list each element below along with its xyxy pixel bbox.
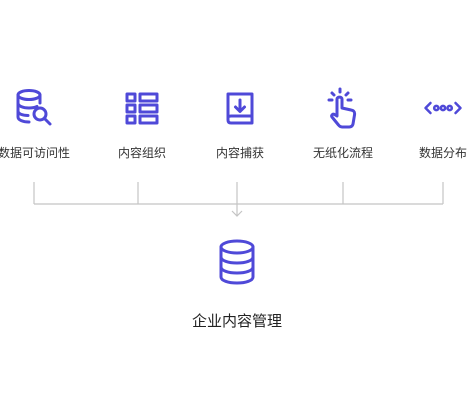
feature-content-capture: 内容捕获 <box>185 86 295 160</box>
center-node: 企业内容管理 <box>137 238 337 331</box>
feature-content-organization: 内容组织 <box>87 86 197 160</box>
feature-paperless-process: 无纸化流程 <box>288 86 398 160</box>
feature-label: 内容组织 <box>117 146 166 160</box>
feature-label: 无纸化流程 <box>312 146 373 160</box>
feature-label: 内容捕获 <box>215 146 264 160</box>
center-label: 企业内容管理 <box>191 312 282 330</box>
feature-data-distribution: 数据分布 <box>388 86 474 160</box>
feature-data-accessibility: 数据可访问性 <box>0 86 89 160</box>
feature-label: 数据可访问性 <box>0 146 70 160</box>
database-icon <box>215 238 259 290</box>
tap-hand-icon <box>323 86 363 130</box>
database-search-icon <box>14 86 54 130</box>
feature-label: 数据分布 <box>418 146 467 160</box>
code-dots-icon <box>423 86 463 130</box>
list-layout-icon <box>122 86 162 130</box>
book-download-icon <box>220 86 260 130</box>
